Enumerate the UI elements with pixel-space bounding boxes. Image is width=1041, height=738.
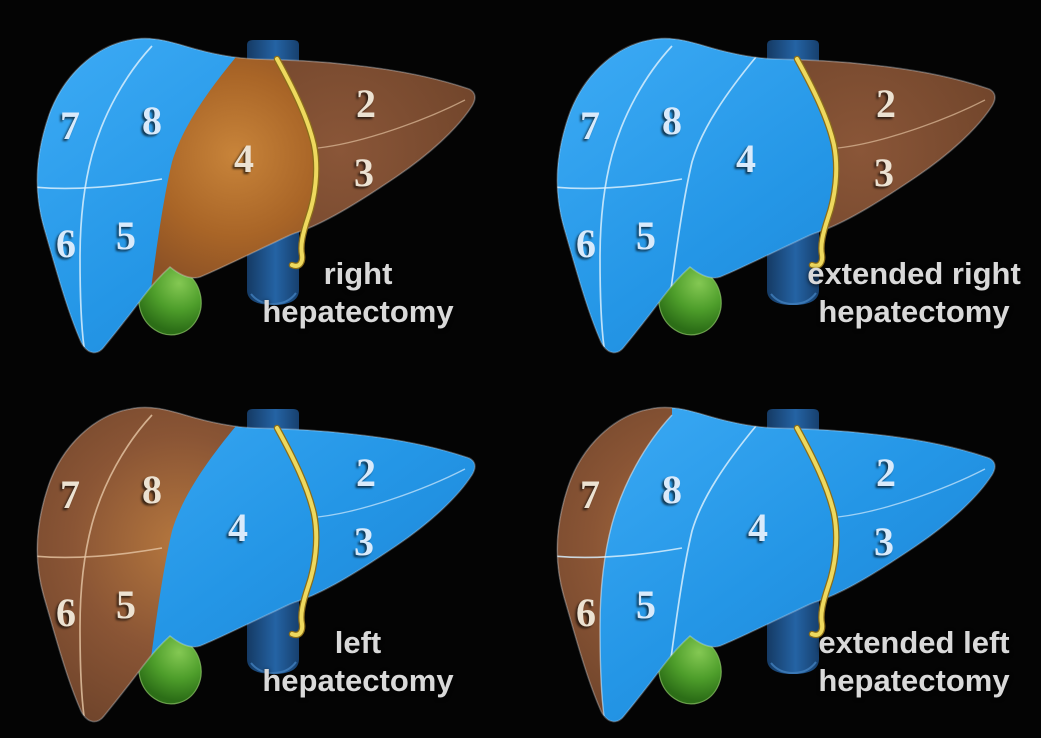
ligament-core (795, 426, 839, 637)
segment-number-4: 4 (228, 505, 248, 550)
procedure-label-line1: extended left (818, 625, 1009, 660)
segment-number-4: 4 (234, 136, 254, 181)
segment-number-7: 7 (60, 472, 80, 517)
segment-number-3: 3 (874, 150, 894, 195)
segment-number-8: 8 (142, 98, 162, 143)
segment-number-7: 7 (60, 103, 80, 148)
segment-numbers: 2 3 4 56 7 8 (576, 450, 896, 635)
segment-number-2: 2 (356, 81, 376, 126)
fissure-2-3 (317, 468, 466, 518)
segment-number-4: 4 (736, 136, 756, 181)
fissure-2-3 (317, 99, 466, 149)
segment-numbers: 2 3 4 56 7 8 (576, 81, 896, 266)
liver-body (37, 407, 475, 722)
segment-number-3: 3 (354, 519, 374, 564)
vena-cava-rim (770, 292, 817, 306)
segment-number-5: 5 (636, 582, 656, 627)
fissure-2-3 (837, 99, 986, 149)
segment-number-4: 4 (748, 505, 768, 550)
segment-number-2: 2 (876, 450, 896, 495)
segment-region-segments_5_8 (80, 407, 236, 722)
vena-cava-top (767, 409, 819, 431)
fissure-transverse (37, 178, 163, 190)
fissure-4-8 (670, 56, 757, 290)
fissure-transverse (557, 547, 683, 559)
segment-number-7: 7 (580, 472, 600, 517)
procedure-label-line1: extended right (807, 256, 1021, 291)
fissure-transverse (37, 547, 163, 559)
segment-number-6: 6 (56, 590, 76, 635)
segment-number-5: 5 (116, 582, 136, 627)
fissure-7-8 (79, 414, 153, 717)
segment-numbers: 2 3 4 56 7 8 (56, 81, 376, 266)
segment-number-8: 8 (662, 467, 682, 512)
falciform-ligament-icon (273, 424, 320, 639)
ligament-core (275, 426, 319, 637)
segment-number-5: 5 (116, 213, 136, 258)
segment-number-6: 6 (576, 590, 596, 635)
procedure-label-line2: hepatectomy (818, 663, 1010, 698)
falciform-ligament-icon (793, 424, 840, 639)
procedure-label-line2: hepatectomy (818, 294, 1010, 329)
segment-number-2: 2 (876, 81, 896, 126)
procedure-label-line1: left (335, 625, 382, 660)
fissure-2-3 (837, 468, 986, 518)
procedure-label-line1: right (324, 256, 393, 291)
liver-outline (556, 37, 996, 354)
liver-outline (556, 406, 996, 723)
segment-number-8: 8 (662, 98, 682, 143)
procedure-label-line2: hepatectomy (262, 294, 454, 329)
falciform-ligament-icon (273, 55, 320, 270)
fissure-7-8 (79, 45, 153, 348)
fissure-7-8 (599, 414, 673, 717)
vena-cava-rim (250, 661, 297, 675)
fissure-transverse (557, 178, 683, 190)
segment-number-6: 6 (56, 221, 76, 266)
segment-number-3: 3 (354, 150, 374, 195)
fissure-4-8 (670, 425, 757, 659)
segment-numbers: 2 3 4 56 7 8 (56, 450, 376, 635)
ligament-core (795, 57, 839, 268)
segment-number-8: 8 (142, 467, 162, 512)
liver-outline (36, 37, 476, 354)
liver-base (557, 407, 995, 722)
segment-number-3: 3 (874, 519, 894, 564)
falciform-ligament-icon (793, 55, 840, 270)
procedure-label-line2: hepatectomy (262, 663, 454, 698)
fissure-7-8 (599, 45, 673, 348)
segment-number-7: 7 (580, 103, 600, 148)
vena-cava-rim (250, 292, 297, 306)
vena-cava-rim (770, 661, 817, 675)
vena-cava-top (247, 40, 299, 62)
vena-cava-top (247, 409, 299, 431)
segment-number-6: 6 (576, 221, 596, 266)
segment-number-5: 5 (636, 213, 656, 258)
segment-number-2: 2 (356, 450, 376, 495)
liver-outline (36, 406, 476, 723)
vena-cava-top (767, 40, 819, 62)
ligament-core (275, 57, 319, 268)
